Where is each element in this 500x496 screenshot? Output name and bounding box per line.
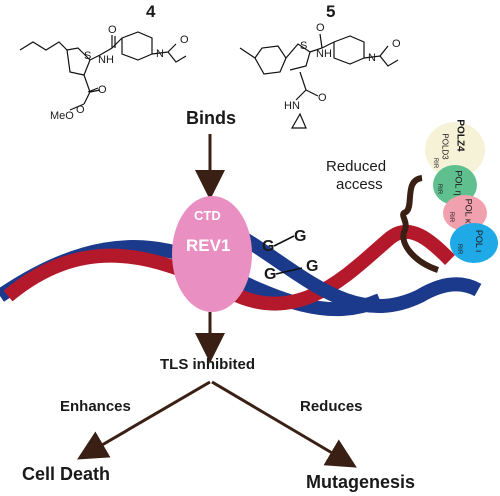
atom-o-5c: O xyxy=(318,92,327,104)
atom-o-5a: O xyxy=(316,22,325,34)
compound-5-number: 5 xyxy=(326,2,336,21)
atom-o-5b: O xyxy=(392,38,401,50)
rir-label-1: RIR xyxy=(432,157,439,169)
polz4-pold3-blob xyxy=(425,122,485,178)
polz4-label: POLZ4 xyxy=(454,119,466,152)
lesion-g-1: G xyxy=(262,238,275,255)
reduced-label: Reduced xyxy=(326,158,387,175)
atom-o-4a: O xyxy=(108,24,117,36)
atom-nh-4: NH xyxy=(98,54,114,66)
methyl-ester-label: MeO xyxy=(50,110,74,122)
rev1-label: REV1 xyxy=(186,236,231,255)
pol-kappa-label: POL κ xyxy=(463,198,474,224)
pol-eta-blob xyxy=(433,165,477,205)
binds-label: Binds xyxy=(186,108,237,128)
access-label: access xyxy=(336,176,383,193)
lesion-bond-1 xyxy=(273,235,295,247)
atom-n-4: N xyxy=(156,48,164,60)
atom-nh-5: NH xyxy=(316,48,332,60)
atom-o-4c: O xyxy=(98,84,107,96)
rev1-protein xyxy=(172,196,252,312)
lesion-g-3: G xyxy=(264,266,277,283)
atom-hn-5: HN xyxy=(284,100,300,112)
compound-4-structure xyxy=(19,31,187,111)
lesion-g-2: G xyxy=(294,228,307,245)
pol-eta-label: POL η xyxy=(453,170,464,196)
atom-s-4: S xyxy=(84,50,92,62)
atom-s-5: S xyxy=(300,40,308,52)
ctd-label: CTD xyxy=(194,208,221,223)
atom-o-4d: O xyxy=(76,104,85,116)
mutagenesis-arrow xyxy=(211,380,357,468)
pol-kappa-blob xyxy=(443,195,487,231)
pol-iota-blob xyxy=(450,223,498,263)
tls-inhibited-label: TLS inhibited xyxy=(160,356,255,373)
reduced-access-brace xyxy=(400,175,440,273)
reduces-label: Reduces xyxy=(300,398,363,415)
dna-strand-blue-2 xyxy=(226,223,482,313)
rir-label-2: RIR xyxy=(436,183,443,195)
enhances-label: Enhances xyxy=(60,398,131,415)
lesion-g-4: G xyxy=(306,258,319,275)
mutagenesis-label: Mutagenesis xyxy=(306,472,416,492)
rir-label-4: RIR xyxy=(456,243,463,255)
compound-5-structure xyxy=(239,33,399,129)
atom-n-5: N xyxy=(368,52,376,64)
pold3-label: POLD3 xyxy=(440,133,450,160)
rir-label-3: RIR xyxy=(448,211,455,223)
cell-death-arrow xyxy=(77,380,211,460)
lesion-bond-2 xyxy=(275,267,303,275)
pol-iota-label: POL ι xyxy=(474,229,485,253)
compound-4-number: 4 xyxy=(146,2,156,21)
cell-death-label: Cell Death xyxy=(22,464,111,484)
atom-o-4b: O xyxy=(180,34,189,46)
